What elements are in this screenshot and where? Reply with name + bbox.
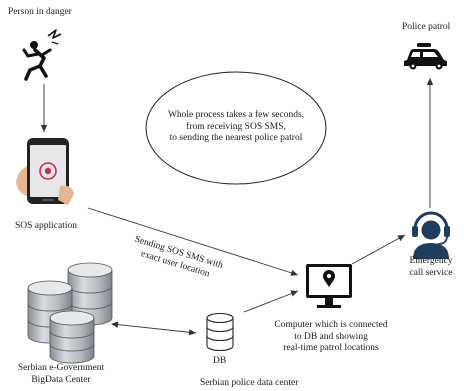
smartphone-sos-icon [16, 138, 74, 205]
egov-line-1: Serbian e-Government [17, 363, 105, 373]
emergency-label: Emergency call service [396, 256, 464, 279]
ellipse-line-1: Whole process takes a few seconds, [167, 110, 305, 120]
arrow-computer-to-operator [351, 234, 406, 265]
db-label: DB [213, 356, 227, 366]
arrow-phone-to-computer [87, 207, 299, 276]
egov-line-2: BigData Center [31, 374, 91, 385]
police-car-icon [404, 43, 447, 70]
ellipse-line-3: to sending the nearest police patrol [169, 133, 303, 143]
computer-line-1: Computer which is connected [274, 320, 388, 330]
sos-application-label: SOS application [15, 221, 78, 231]
computer-line-2: to DB and showing [294, 331, 368, 342]
arrow-servers-db [111, 321, 197, 336]
police-datacenter-label: Serbian police data center [200, 378, 299, 388]
emergency-line-2: call service [409, 267, 453, 278]
ellipse-line-2: from receiving SOS SMS, [186, 121, 286, 132]
emergency-line-1: Emergency [409, 256, 453, 266]
ellipse-text: Whole process takes a few seconds, from … [146, 110, 326, 145]
egov-label: Serbian e-Government BigData Center [6, 363, 116, 386]
computer-label: Computer which is connected to DB and sh… [266, 320, 396, 355]
person-label: Person in danger [8, 7, 72, 17]
process-ellipse [145, 71, 327, 185]
connector-lines [40, 78, 434, 336]
arrow-db-to-computer [243, 290, 299, 313]
database-icon [206, 312, 234, 352]
server-stack-icon [27, 262, 113, 364]
falling-person-icon [22, 29, 62, 81]
computer-line-3: real-time patrol locations [283, 343, 379, 353]
police-patrol-label: Police patrol [402, 22, 451, 32]
headset-operator-icon [412, 211, 450, 259]
monitor-location-icon [306, 264, 352, 308]
